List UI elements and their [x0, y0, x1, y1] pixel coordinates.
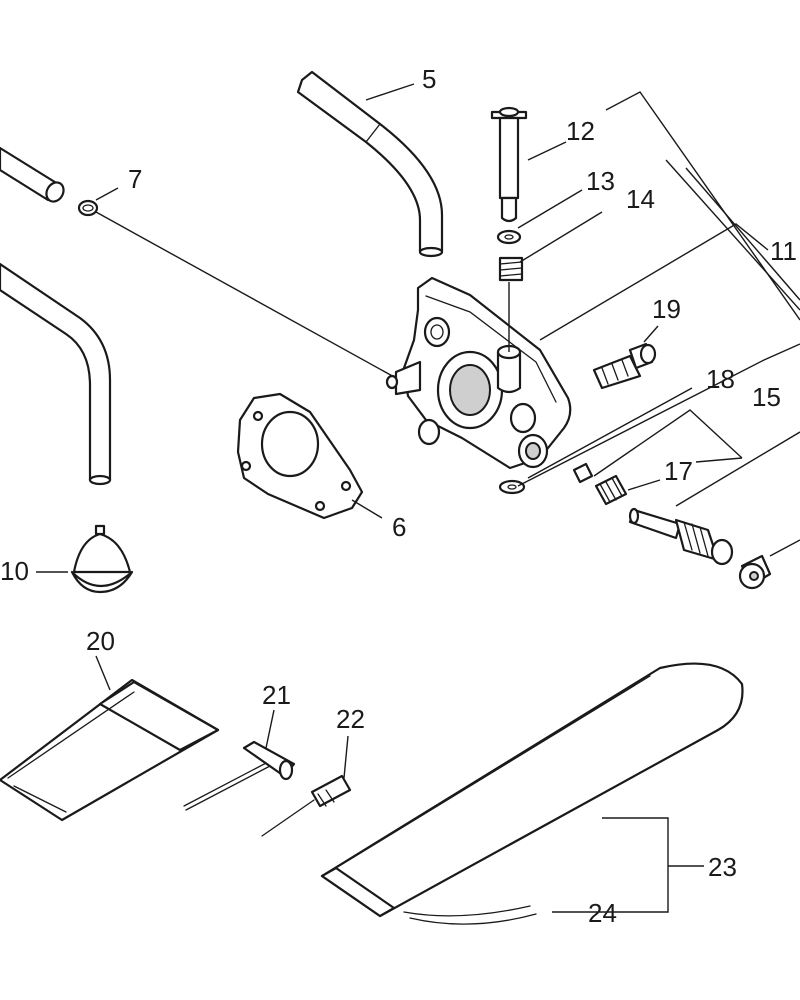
- callout-numbers: 5 7 12 13 14 11 19 18 15 17 6 10 20 21 2…: [0, 64, 797, 928]
- callout-13: 13: [586, 166, 615, 196]
- callout-21: 21: [262, 680, 291, 710]
- callout-6: 6: [392, 512, 406, 542]
- hose-segment-top-left: [0, 146, 65, 203]
- gasket-6: [236, 392, 364, 520]
- worm-shaft-15: [628, 507, 734, 566]
- bar-cover-23: [320, 662, 744, 918]
- hose-5: [296, 70, 444, 258]
- pin-12: [490, 106, 528, 223]
- callout-17: 17: [664, 456, 693, 486]
- callout-18: 18: [706, 364, 735, 394]
- callout-24: 24: [588, 898, 617, 928]
- callout-20: 20: [86, 626, 115, 656]
- o-ring-7: [77, 199, 99, 217]
- strap-24: [403, 905, 537, 925]
- callout-5: 5: [422, 64, 436, 94]
- callout-22: 22: [336, 704, 365, 734]
- tool-pouch-20: [0, 678, 220, 822]
- leader-lines: [36, 83, 800, 913]
- spring-14: [498, 256, 524, 282]
- plunger-cap: [572, 462, 594, 484]
- callout-19: 19: [652, 294, 681, 324]
- callout-11: 11: [770, 236, 797, 266]
- callout-7: 7: [128, 164, 142, 194]
- wrench-21: [183, 740, 296, 811]
- bolt-19: [592, 342, 657, 390]
- callout-23: 23: [708, 852, 737, 882]
- bent-tube-left: [0, 262, 112, 486]
- washer-13: [496, 229, 522, 245]
- spring-17: [594, 474, 628, 506]
- callout-15: 15: [752, 382, 781, 412]
- callout-10: 10: [0, 556, 29, 586]
- screwdriver-22: [261, 774, 352, 837]
- oil-pump-body-11: [385, 276, 572, 470]
- callout-14: 14: [626, 184, 655, 214]
- collar-nut: [738, 554, 772, 590]
- washer-18: [498, 479, 526, 495]
- callout-12: 12: [566, 116, 595, 146]
- primer-bulb-10: [70, 524, 134, 594]
